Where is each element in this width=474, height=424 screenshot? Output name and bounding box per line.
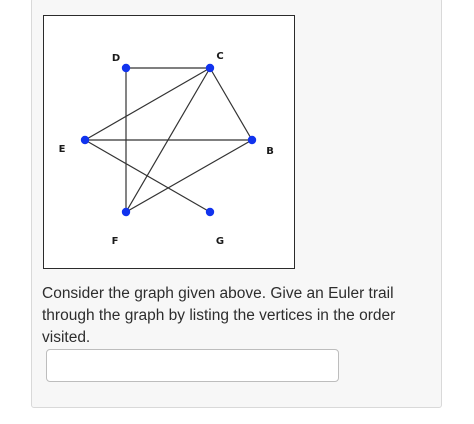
vertex-c [205,63,215,73]
answer-input[interactable] [46,349,339,382]
vertex-f [121,207,131,217]
graph-diagram: D C E B F G [59,51,274,247]
graph-figure: D C E B F G [43,15,295,269]
vertex-d [121,63,131,73]
vertex-b [247,135,257,145]
edge-e-g [84,139,211,213]
edge-c-e [84,67,211,141]
vertex-label-f: F [112,236,119,247]
vertex-label-b: B [266,146,274,157]
edge-c-b [209,67,253,141]
vertex-label-e: E [59,144,66,155]
vertex-label-c: C [216,51,223,62]
edge-b-f [125,139,253,213]
vertex-g [205,207,215,217]
vertex-label-g: G [216,236,224,247]
vertex-label-d: D [112,53,120,64]
question-card: D C E B F G Consider the graph given above. G… [31,0,442,408]
question-text: Consider the graph given above. Give an … [42,285,396,346]
vertex-e [80,135,90,145]
